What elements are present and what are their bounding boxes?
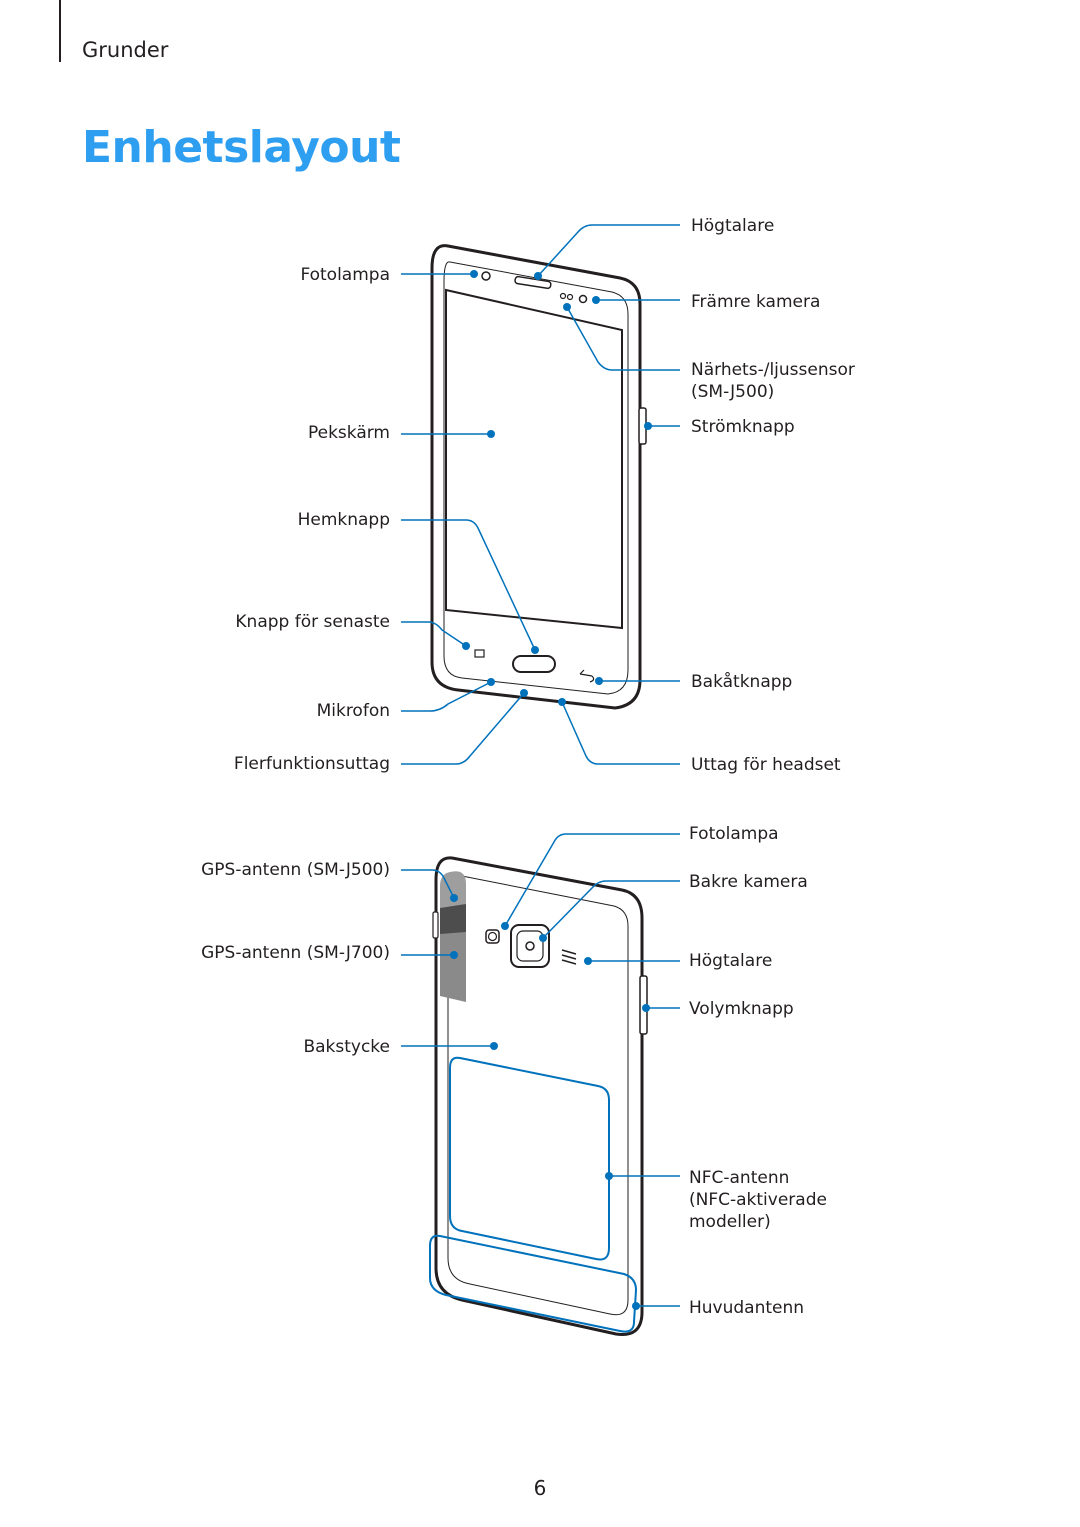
back-phone-inner-edge [447, 875, 629, 1316]
label-front-speaker: Högtalare [691, 216, 774, 236]
speaker-grille [514, 275, 552, 290]
label-rear-flash: Fotolampa [689, 824, 779, 844]
section-marker-bar [59, 0, 61, 62]
rear-camera-inner [516, 930, 544, 962]
front-phone-inner-edge [443, 261, 629, 695]
label-rear-speaker: Högtalare [689, 951, 772, 971]
nfc-antenna-area [449, 1056, 610, 1261]
page-title: Enhetslayout [82, 122, 401, 173]
front-screen [445, 288, 623, 630]
back-callout-lines [401, 833, 680, 1307]
label-multipurpose-jack: Flerfunktionsuttag [234, 754, 390, 774]
label-power-key: Strömknapp [691, 417, 795, 437]
label-nfc-line1: NFC-antenn [689, 1168, 789, 1188]
main-antenna-area [429, 1234, 638, 1333]
label-gps-antenna-j500: GPS-antenn (SM-J500) [201, 860, 390, 880]
label-headset-jack: Uttag för headset [691, 755, 841, 775]
label-gps-antenna-j700: GPS-antenn (SM-J700) [201, 943, 390, 963]
front-flash-dot [481, 271, 491, 281]
rear-camera-lens [525, 941, 535, 951]
label-nfc-line2: (NFC-aktiverade [689, 1190, 827, 1210]
label-front-flash: Fotolampa [300, 265, 390, 285]
front-callout-dots [462, 270, 652, 706]
front-phone-illustration [430, 244, 647, 710]
gps-antenna-j700-dark [440, 904, 466, 934]
front-phone-body [430, 244, 642, 710]
back-key-icon [579, 669, 595, 683]
rear-flash-ring [487, 931, 498, 942]
rear-camera-housing [510, 924, 550, 968]
label-nfc-line3: modeller) [689, 1212, 771, 1232]
left-side-key [432, 911, 439, 939]
sensor-dot-1 [559, 292, 567, 300]
label-main-antenna: Huvudantenn [689, 1298, 804, 1318]
back-phone-body [434, 856, 644, 1337]
home-button [512, 655, 556, 673]
rear-flash [485, 929, 500, 944]
back-phone-illustration [429, 856, 648, 1337]
label-touchscreen: Pekskärm [308, 423, 390, 443]
label-sensor-line2: (SM-J500) [691, 382, 774, 402]
recent-apps-icon [474, 649, 485, 658]
label-rear-camera: Bakre kamera [689, 872, 808, 892]
label-home-key: Hemknapp [298, 510, 390, 530]
label-front-camera: Främre kamera [691, 292, 820, 312]
label-back-key: Bakåtknapp [691, 671, 792, 692]
sensor-dot-2 [566, 293, 574, 301]
label-microphone: Mikrofon [317, 701, 390, 721]
rear-speaker-grille [561, 949, 577, 965]
label-sensor-line1: Närhets-/ljussensor [691, 360, 855, 380]
front-callout-lines [401, 224, 680, 765]
label-volume-key: Volymknapp [689, 999, 794, 1019]
front-camera-lens [578, 294, 588, 304]
label-recent-key: Knapp för senaste [235, 612, 390, 632]
back-callout-dots [450, 894, 650, 1310]
label-back-cover: Bakstycke [303, 1037, 390, 1057]
page-number: 6 [533, 1476, 547, 1500]
section-title: Grunder [82, 38, 169, 62]
